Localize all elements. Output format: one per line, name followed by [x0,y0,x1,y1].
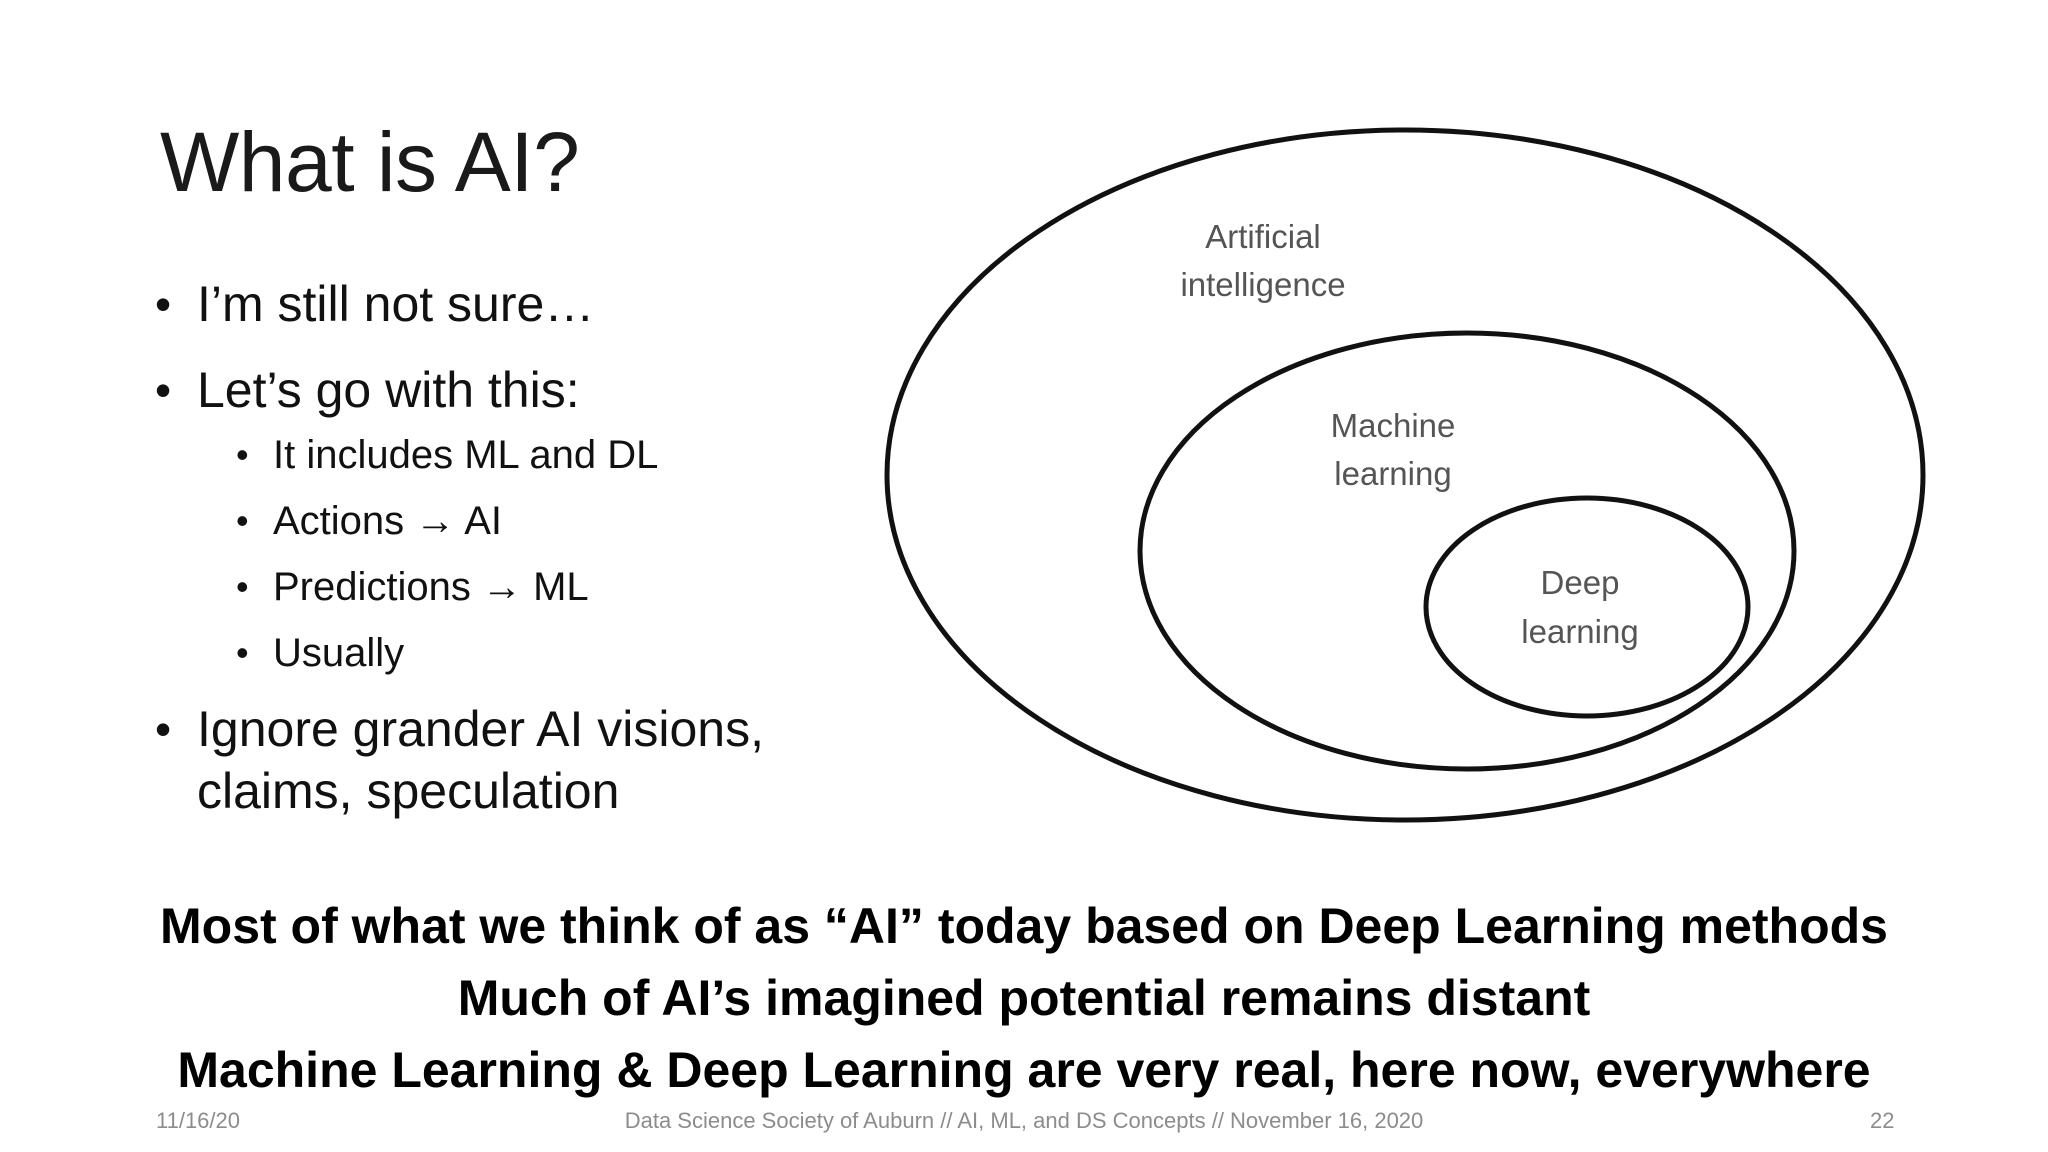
takeaway-notes: Most of what we think of as “AI” today b… [0,890,2048,1106]
sub-bullet-item: Usually [155,620,875,686]
dl-label-line2: learning [1521,613,1638,650]
sub-bullet-item: It includes ML and DL [155,422,875,488]
ai-label-line2: intelligence [1180,266,1345,303]
sub-bullet-item: Actions → AI [155,488,875,554]
sub-bullet-item: Predictions → ML [155,554,875,620]
footer-text: Data Science Society of Auburn // AI, ML… [624,1108,1424,1133]
bullet-item: Ignore grander AI visions, claims, specu… [155,698,875,822]
bullet-list: I’m still not sure… Let’s go with this: … [155,272,875,844]
ai-label-line1: Artificial [1205,218,1321,255]
takeaway-line: Machine Learning & Deep Learning are ver… [177,1042,1871,1098]
takeaway-line: Most of what we think of as “AI” today b… [160,898,1888,954]
dl-ellipse [1423,495,1751,719]
bullet-item: I’m still not sure… [155,272,875,336]
takeaway-line: Much of AI’s imagined potential remains … [457,970,1591,1026]
ml-label-line2: learning [1334,455,1451,492]
ml-ellipse [1137,330,1797,772]
bullet-item: Let’s go with this: [155,358,875,422]
ai-ellipse [884,127,1926,823]
slide-title: What is AI? [160,115,580,209]
page-number: 22 [1870,1108,1895,1133]
footer-date: 11/16/20 [156,1108,241,1133]
sub-bullet-list: It includes ML and DL Actions → AI Predi… [155,422,875,686]
dl-label-line1: Deep [1541,564,1620,601]
ml-label-line1: Machine [1331,407,1456,444]
